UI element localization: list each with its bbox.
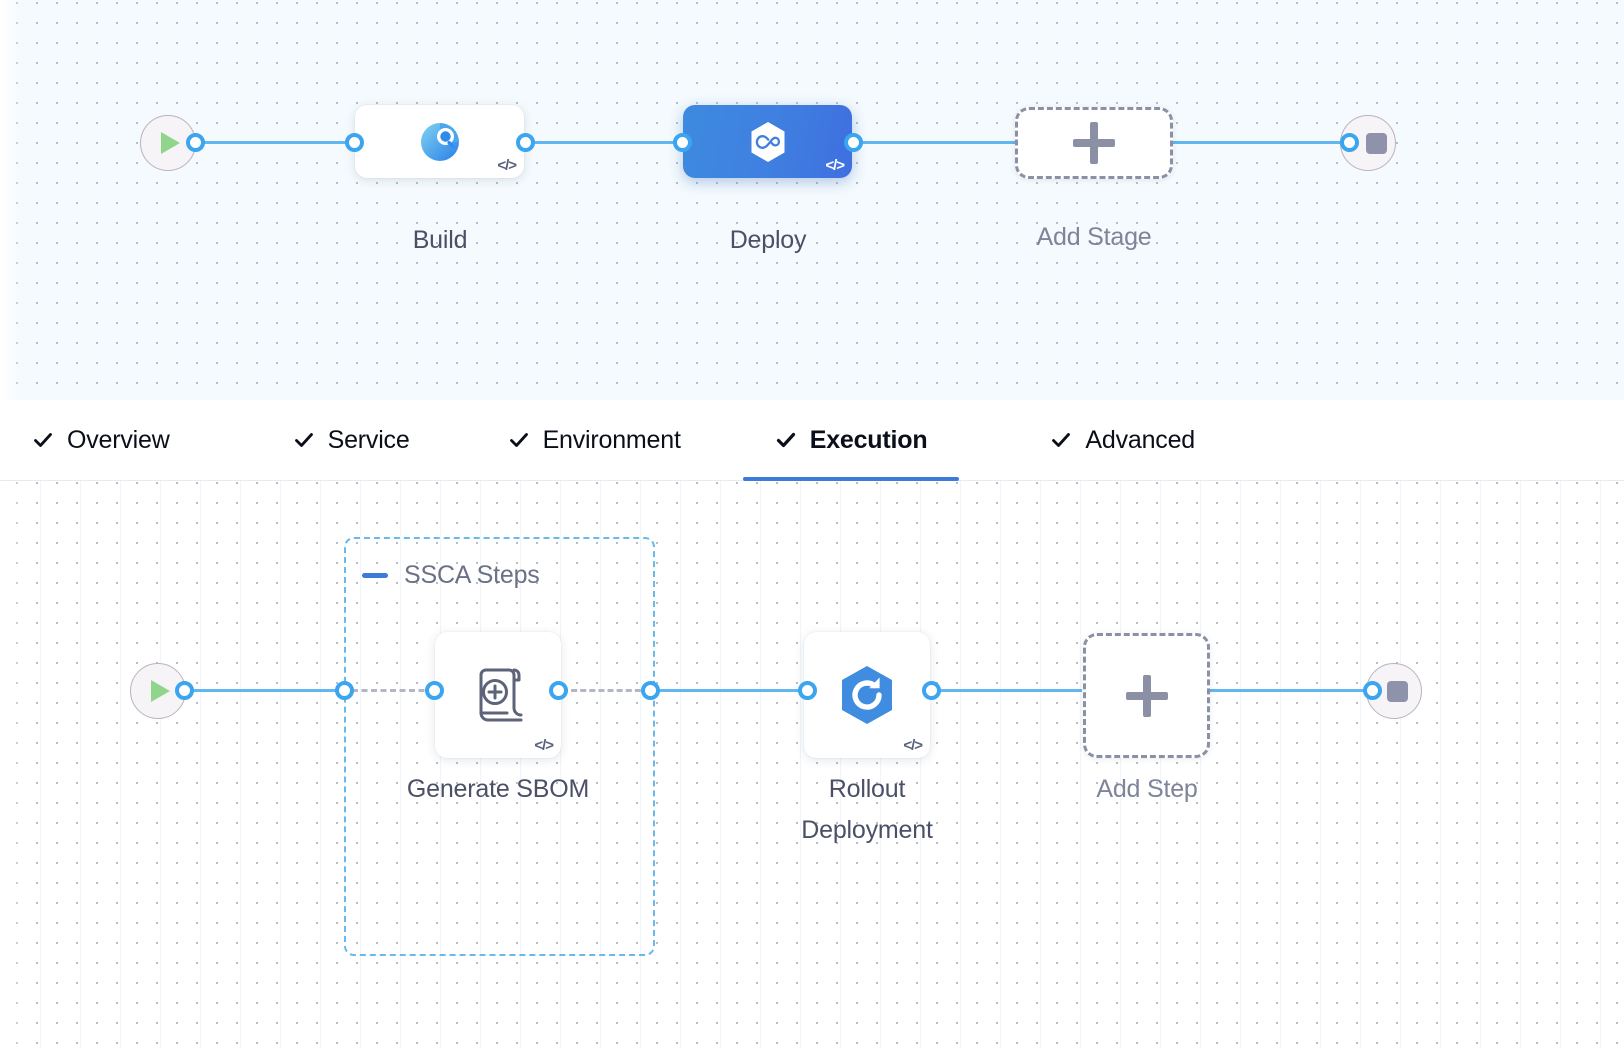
check-icon	[775, 429, 797, 451]
tab-environment[interactable]: Environment	[504, 400, 685, 481]
step-group-header: SSCA Steps	[362, 561, 540, 590]
check-icon	[293, 429, 315, 451]
port-sbom-in[interactable]	[425, 681, 444, 700]
plus-icon	[1073, 122, 1115, 164]
play-icon	[160, 132, 180, 154]
edge-start-to-group	[184, 689, 346, 692]
port-rollout-out[interactable]	[922, 681, 941, 700]
tab-service[interactable]: Service	[289, 400, 414, 481]
tab-overview[interactable]: Overview	[28, 400, 174, 481]
add-stage-button[interactable]	[1015, 107, 1173, 179]
harness-hexagon-infinity-icon	[751, 121, 784, 162]
build-pie-search-icon	[420, 122, 459, 161]
step-label-generate-sbom: Generate SBOM	[406, 775, 590, 803]
port-exec-start-out[interactable]	[175, 681, 194, 700]
tab-label: Execution	[809, 425, 928, 454]
edge-group-to-rollout	[650, 689, 810, 692]
sbom-scroll-plus-icon	[479, 668, 523, 722]
port-sbom-out[interactable]	[549, 681, 568, 700]
add-stage-label: Add Stage	[1036, 223, 1152, 251]
edge-start-to-build	[195, 141, 355, 144]
check-icon	[508, 429, 530, 451]
port-deploy-in[interactable]	[673, 133, 692, 152]
step-label-line1: Rollout	[828, 775, 906, 803]
step-card-rollout-deployment[interactable]: </>	[804, 632, 930, 758]
stop-icon	[1365, 132, 1387, 154]
port-group-in[interactable]	[335, 681, 354, 700]
add-step-button[interactable]	[1083, 633, 1210, 758]
execution-start-node[interactable]	[130, 663, 186, 719]
code-badge-icon: </>	[903, 737, 923, 754]
tab-label: Environment	[542, 425, 681, 454]
rollout-hexagon-refresh-icon	[842, 666, 892, 724]
stage-card-deploy[interactable]: </>	[683, 105, 852, 178]
plus-icon	[1125, 674, 1168, 717]
edge-rollout-to-addstep	[930, 689, 1082, 692]
step-label-rollout-deployment: Rollout Deployment	[747, 769, 987, 851]
stage-label-deploy: Deploy	[729, 226, 807, 254]
edge-sbom-to-groupout	[562, 689, 650, 692]
check-icon	[1050, 429, 1072, 451]
code-badge-icon: </>	[534, 737, 554, 754]
port-build-in[interactable]	[345, 133, 364, 152]
step-group-ssca[interactable]	[344, 537, 655, 956]
edge-addstage-to-end	[1168, 141, 1348, 144]
step-card-generate-sbom[interactable]: </>	[435, 632, 561, 758]
minus-icon[interactable]	[362, 573, 388, 578]
tab-execution[interactable]: Execution	[742, 400, 960, 481]
edge-build-to-deploy	[524, 141, 690, 144]
edge-addstep-to-end	[1208, 689, 1374, 692]
stage-config-tabs[interactable]: Overview Service Environment Execution A…	[0, 400, 1624, 481]
step-label-line2: Deployment	[801, 816, 933, 844]
add-step-label: Add Step	[1096, 775, 1198, 803]
code-badge-icon: </>	[497, 157, 517, 174]
edge-deploy-to-addstage	[852, 141, 1020, 144]
stage-card-build[interactable]: </>	[355, 105, 524, 178]
port-rollout-in[interactable]	[798, 681, 817, 700]
stop-icon	[1386, 680, 1408, 702]
port-start-out[interactable]	[186, 133, 205, 152]
check-icon	[32, 429, 54, 451]
port-build-out[interactable]	[516, 133, 535, 152]
stage-canvas[interactable]: </> Build </> Deploy Add Stage	[0, 0, 1624, 412]
execution-end-node[interactable]	[1366, 663, 1422, 719]
tab-label: Advanced	[1085, 425, 1195, 454]
port-group-out[interactable]	[641, 681, 660, 700]
code-badge-icon: </>	[825, 157, 845, 174]
execution-canvas[interactable]: SSCA Steps </> Generat	[0, 481, 1624, 1048]
edge-group-to-sbom	[352, 689, 434, 692]
port-exec-end-in[interactable]	[1363, 681, 1382, 700]
step-group-title: SSCA Steps	[404, 561, 540, 589]
tab-label: Overview	[67, 425, 170, 454]
port-deploy-out[interactable]	[844, 133, 863, 152]
tab-advanced[interactable]: Advanced	[1046, 400, 1199, 481]
stage-label-build: Build	[412, 226, 468, 254]
play-icon	[150, 680, 170, 702]
port-end-in[interactable]	[1340, 133, 1359, 152]
tab-label: Service	[327, 425, 410, 454]
